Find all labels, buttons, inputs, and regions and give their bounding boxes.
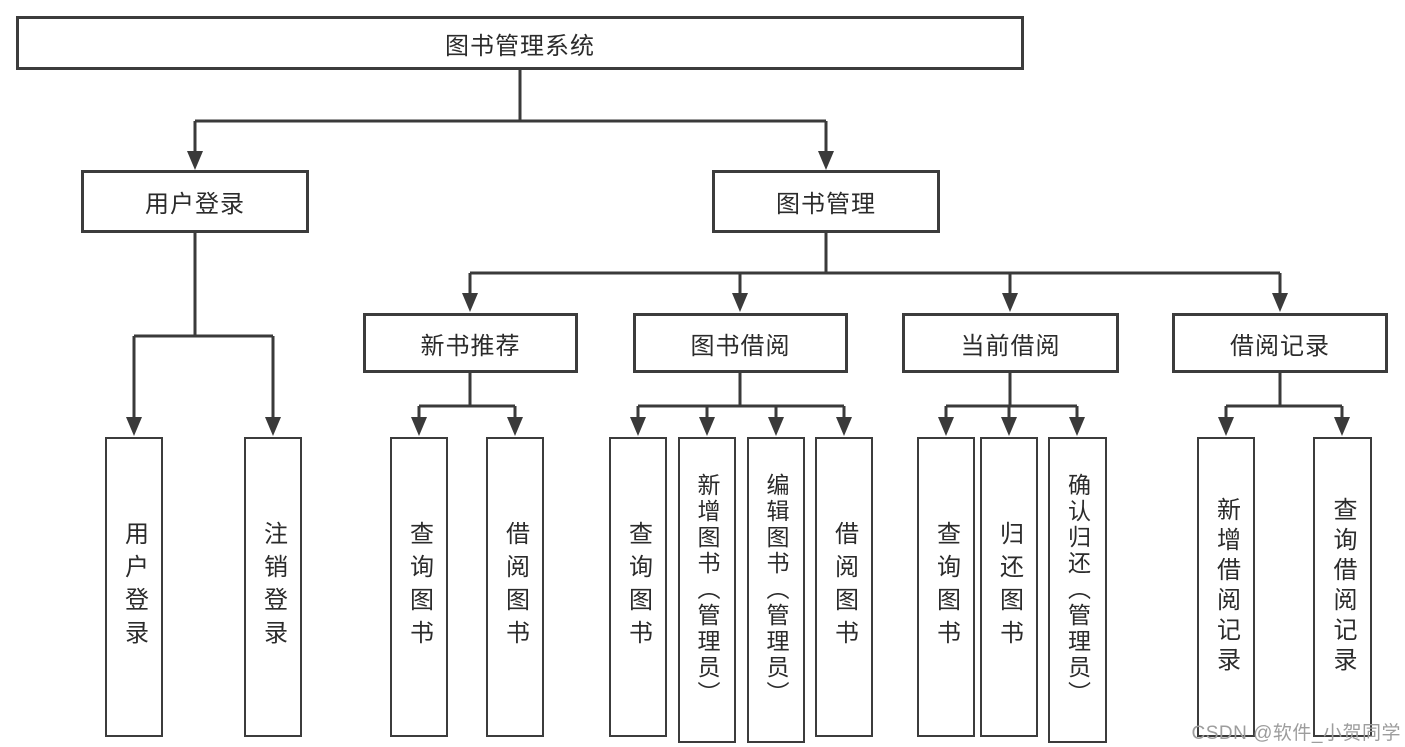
leaf-confirm-return-admin: 确认归还（管理员） [1048,437,1107,743]
leaf-query-books-2: 查询图书 [609,437,667,737]
leaf-query-borrow-record: 查询借阅记录 [1313,437,1372,737]
csdn-watermark: CSDN @软件_小贺同学 [1191,723,1401,744]
node-current-borrowing: 当前借阅 [902,313,1119,373]
leaf-return-books: 归还图书 [980,437,1038,737]
node-book-management-system: 图书管理系统 [16,16,1024,70]
leaf-borrow-books-1: 借阅图书 [486,437,544,737]
leaf-query-books-1: 查询图书 [390,437,448,737]
leaf-logout-login: 注销登录 [244,437,302,737]
leaf-borrow-books-2: 借阅图书 [815,437,873,737]
leaf-add-borrow-record: 新增借阅记录 [1197,437,1255,737]
node-new-book-recommend: 新书推荐 [363,313,578,373]
leaf-add-books-admin: 新增图书（管理员） [678,437,736,743]
leaf-edit-books-admin: 编辑图书（管理员） [747,437,805,743]
node-borrowing-records: 借阅记录 [1172,313,1388,373]
node-book-borrowing: 图书借阅 [633,313,848,373]
node-user-login: 用户登录 [81,170,309,233]
leaf-query-books-3: 查询图书 [917,437,975,737]
leaf-user-login: 用户登录 [105,437,163,737]
node-book-management: 图书管理 [712,170,940,233]
